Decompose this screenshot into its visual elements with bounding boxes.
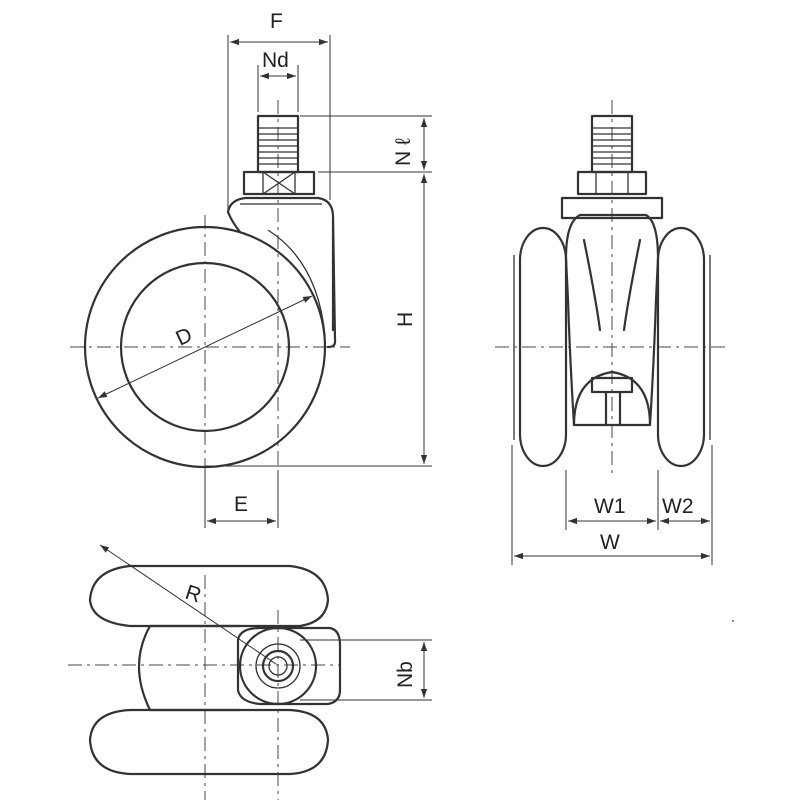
label-E: E bbox=[234, 493, 248, 516]
front-fork bbox=[564, 213, 660, 427]
front-axle-hub bbox=[572, 370, 652, 427]
front-extension-lines bbox=[511, 445, 713, 565]
top-stem-circle bbox=[261, 649, 295, 683]
top-stem-outer-circle bbox=[238, 626, 318, 706]
label-W: W bbox=[600, 531, 620, 554]
label-Nb: Nb bbox=[394, 661, 417, 688]
top-extension-lines bbox=[300, 639, 432, 701]
top-fork-body bbox=[137, 624, 242, 712]
label-F: F bbox=[270, 10, 283, 33]
label-Nd: Nd bbox=[262, 49, 289, 72]
label-R: R bbox=[182, 581, 204, 608]
front-left-wheel bbox=[518, 226, 568, 468]
front-right-wheel bbox=[656, 226, 706, 468]
stem-threads bbox=[258, 127, 298, 165]
side-view: F Nd N ℓ H D E bbox=[70, 10, 432, 528]
label-Nl: N ℓ bbox=[392, 138, 415, 166]
dim-R-line bbox=[99, 544, 277, 665]
threaded-stem bbox=[256, 114, 300, 174]
top-upper-wheel bbox=[88, 564, 330, 628]
wheel-outer-circle bbox=[83, 225, 327, 469]
front-top-plate bbox=[560, 196, 664, 220]
label-H: H bbox=[394, 312, 417, 327]
top-stem-bore bbox=[268, 656, 288, 676]
speck-mark bbox=[732, 620, 734, 622]
top-stem-ring bbox=[255, 643, 301, 689]
front-stem-threads bbox=[592, 127, 632, 165]
top-swivel-housing bbox=[236, 626, 342, 706]
label-W1: W1 bbox=[594, 495, 626, 518]
front-threaded-stem bbox=[590, 114, 634, 174]
fork-inner-line bbox=[240, 203, 326, 337]
label-D: D bbox=[172, 323, 195, 350]
label-W2: W2 bbox=[662, 495, 694, 518]
top-lower-wheel bbox=[88, 708, 330, 776]
top-view: R Nb bbox=[68, 544, 432, 800]
front-view: W1 W2 W bbox=[495, 100, 730, 565]
hex-nut-cross bbox=[262, 171, 296, 195]
fork-hood bbox=[226, 196, 337, 349]
side-extension-lines bbox=[204, 35, 432, 528]
dim-D-line bbox=[97, 295, 313, 399]
